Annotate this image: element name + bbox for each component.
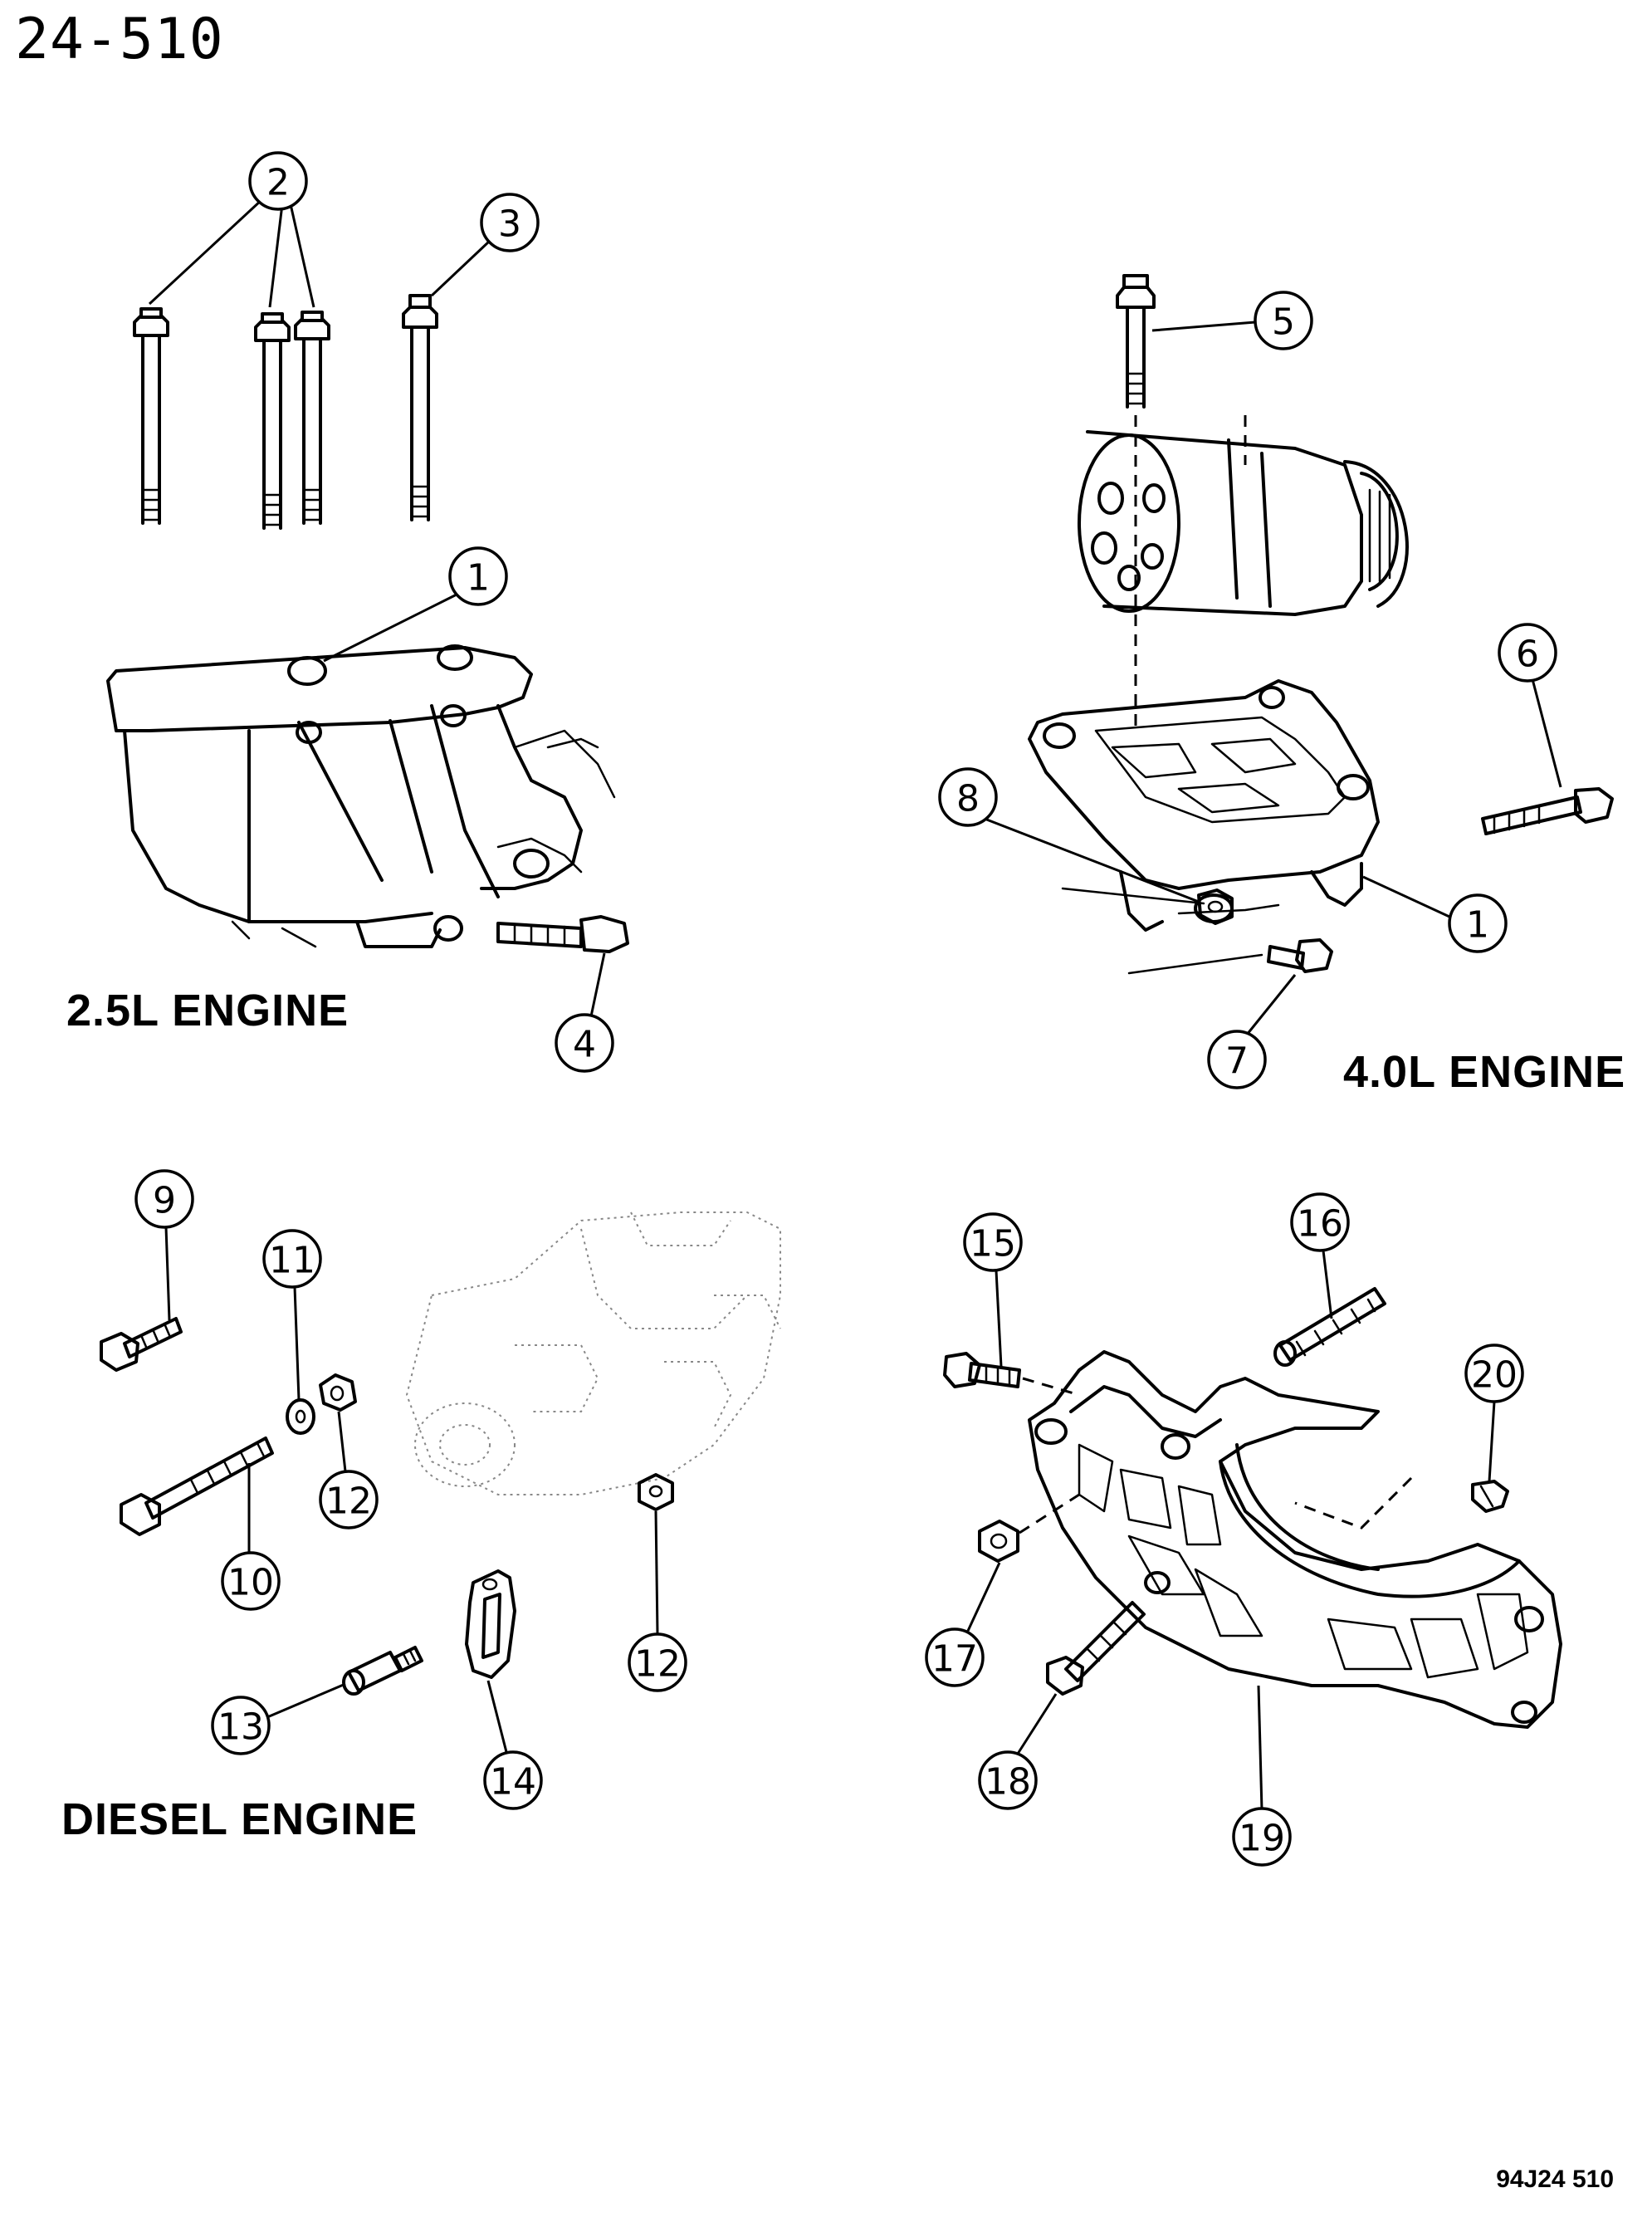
callout-18: 18 (978, 1693, 1058, 1810)
engine-label-25l: 2.5L ENGINE (66, 986, 349, 1035)
callout-20: 20 (1464, 1344, 1524, 1482)
svg-text:9: 9 (153, 1180, 176, 1222)
bracket-14 (465, 1569, 516, 1679)
svg-text:5: 5 (1272, 301, 1295, 344)
svg-text:12: 12 (634, 1643, 681, 1686)
bolt-3 (402, 294, 438, 521)
callout-12-lower: 12 (628, 1510, 687, 1692)
screw-13 (342, 1646, 423, 1696)
nut-12-lower (638, 1473, 674, 1511)
callout-6: 6 (1498, 623, 1562, 788)
svg-text:6: 6 (1516, 634, 1539, 676)
bolt-15 (943, 1352, 1080, 1397)
diesel-pump-ghost (405, 1211, 781, 1495)
reference-line-40l (1061, 887, 1205, 905)
svg-text:11: 11 (269, 1240, 315, 1282)
engine-label-diesel: DIESEL ENGINE (61, 1794, 418, 1844)
engine-label-40l: 4.0L ENGINE (1343, 1047, 1626, 1097)
bracket-1-25l (106, 644, 616, 948)
callout-11: 11 (262, 1229, 322, 1401)
bolt-9 (100, 1317, 183, 1372)
svg-text:16: 16 (1297, 1203, 1343, 1246)
svg-text:1: 1 (1466, 904, 1489, 947)
svg-text:12: 12 (325, 1481, 372, 1523)
nut-12-upper (319, 1373, 357, 1412)
washer-11 (286, 1398, 315, 1435)
callout-7: 7 (1207, 974, 1297, 1089)
callout-17: 17 (925, 1562, 1001, 1687)
svg-text:4: 4 (573, 1024, 596, 1066)
bolt-5 (1116, 274, 1156, 409)
svg-text:2: 2 (266, 162, 290, 204)
callout-2: 2 (148, 151, 315, 308)
bolt-18 (1046, 1601, 1146, 1696)
figure-code: 94J24 510 (1496, 2166, 1614, 2193)
callout-12-upper: 12 (319, 1411, 379, 1530)
svg-text:8: 8 (956, 778, 980, 820)
svg-text:18: 18 (985, 1761, 1031, 1804)
bolt-4 (496, 915, 629, 953)
callout-9: 9 (134, 1169, 194, 1321)
callout-4: 4 (555, 952, 614, 1073)
compressor (1078, 415, 1409, 731)
nut-8 (1197, 888, 1234, 925)
svg-text:3: 3 (498, 203, 521, 246)
svg-text:19: 19 (1239, 1818, 1285, 1860)
callout-8: 8 (938, 767, 1200, 903)
stud-16 (1273, 1287, 1386, 1367)
svg-text:7: 7 (1225, 1040, 1249, 1083)
callout-1-40l: 1 (1362, 875, 1508, 953)
bolt-2-left (133, 307, 169, 525)
bolt-2-middle (254, 312, 291, 530)
clip-20 (1294, 1476, 1509, 1530)
bolt-10 (120, 1437, 274, 1536)
callout-3: 3 (430, 193, 540, 297)
callout-16: 16 (1290, 1192, 1350, 1319)
svg-text:10: 10 (227, 1562, 274, 1604)
bolt-7 (1127, 938, 1333, 975)
callout-1-25l: 1 (323, 546, 508, 663)
svg-text:14: 14 (490, 1761, 536, 1804)
svg-text:15: 15 (970, 1223, 1016, 1265)
svg-text:17: 17 (931, 1638, 978, 1681)
callout-5: 5 (1151, 291, 1313, 350)
nut-17 (978, 1493, 1080, 1563)
page-number: 24-510 (15, 7, 224, 72)
bolt-6 (1481, 787, 1614, 835)
bolt-2-right (294, 311, 330, 525)
callout-13: 13 (211, 1682, 346, 1755)
svg-text:20: 20 (1471, 1354, 1518, 1397)
callout-15: 15 (963, 1212, 1023, 1368)
bracket-19 (1028, 1350, 1562, 1729)
svg-text:1: 1 (467, 557, 490, 600)
callout-14: 14 (483, 1680, 543, 1810)
callout-19: 19 (1232, 1685, 1292, 1867)
svg-text:13: 13 (217, 1706, 264, 1749)
callout-10: 10 (221, 1463, 281, 1611)
